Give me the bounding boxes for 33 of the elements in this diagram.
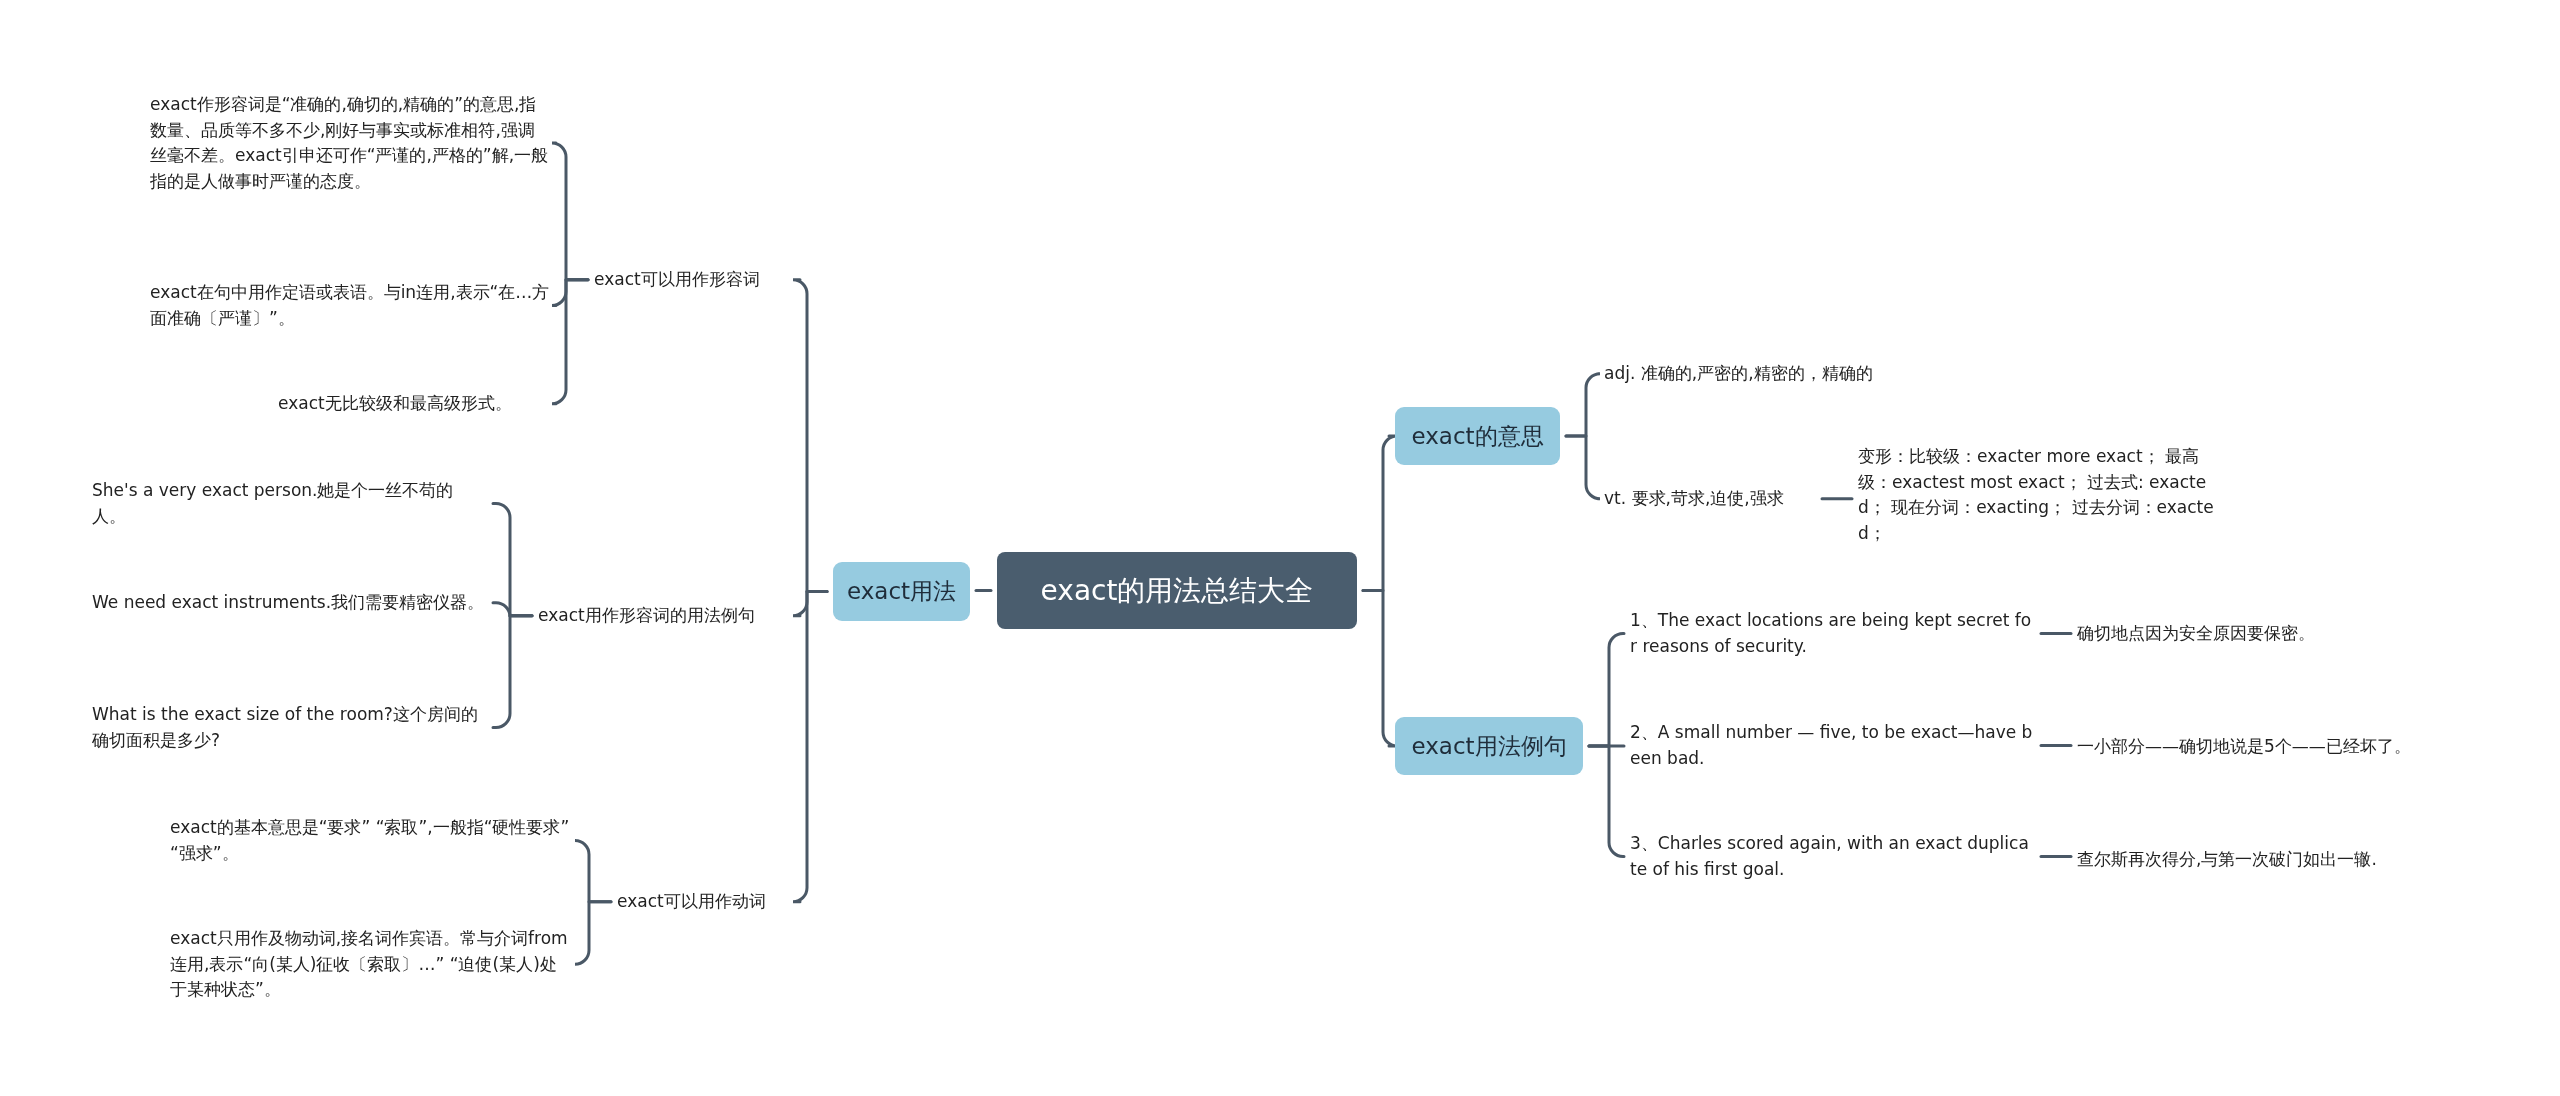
topic-text: She's a very exact person.她是个一丝不苟的人。 — [92, 478, 487, 529]
connector-line — [1820, 497, 1854, 501]
topic-text: exact的基本意思是“要求” “索取”,一般指“硬性要求” “强求”。 — [170, 815, 570, 866]
topic-text: exact可以用作动词 — [617, 889, 794, 915]
connector-line — [2039, 855, 2073, 858]
topic-text: exact作形容词是“准确的,确切的,精确的”的意思,指数量、品质等不多不少,刚好与事实或标准相符,强调丝毫不差。exact引申还可作“严谨的,严格的”解,一般指的是人做事时严谨的态度。 — [150, 92, 550, 194]
topic-text: 一小部分——确切地说是5个——已经坏了。 — [2077, 734, 2477, 760]
connector-line — [550, 278, 590, 406]
connector-line — [573, 900, 613, 966]
topic-text: We need exact instruments.我们需要精密仪器。 — [92, 590, 487, 616]
topic-text: vt. 要求,苛求,迫使,强求 — [1604, 486, 1816, 512]
topic-text: exact可以用作形容词 — [594, 267, 794, 293]
connector-line — [2039, 632, 2073, 635]
topic-text: What is the exact size of the room?这个房间的确切面积是多少? — [92, 702, 487, 753]
topic-text: exact用作形容词的用法例句 — [538, 603, 794, 629]
topic-text: 查尔斯再次得分,与第一次破门如出一辙. — [2077, 847, 2457, 873]
topic-text: 1、The exact locations are being kept secret for reasons of security. — [1630, 608, 2035, 659]
central-topic-box: exact的用法总结大全 — [997, 552, 1357, 629]
topic-text: adj. 准确的,严密的,精密的，精确的 — [1604, 361, 1934, 387]
connector-line — [1564, 434, 1602, 501]
topic-text: 3、Charles scored again, with an exact duplicate of his first goal. — [1630, 831, 2035, 882]
connector-line — [1587, 744, 1626, 858]
topic-box: exact用法 — [833, 562, 970, 621]
connector-line — [974, 589, 993, 592]
topic-box: exact用法例句 — [1395, 717, 1583, 775]
topic-text: 确切地点因为安全原因要保密。 — [2077, 621, 2377, 647]
connector-line — [2039, 744, 2073, 747]
topic-text: exact无比较级和最高级形式。 — [278, 391, 550, 417]
topic-text: exact在句中用作定语或表语。与in连用,表示“在…方面准确〔严谨〕”。 — [150, 280, 550, 331]
topic-text: 2、A small number — five, to be exact—have been bad. — [1630, 720, 2035, 771]
topic-text: 变形：比较级：exacter more exact； 最高级：exactest most exact； 过去式: exacted； 现在分词：exacting； 过去分词：exacted； — [1858, 444, 2220, 546]
topic-box: exact的意思 — [1395, 407, 1560, 465]
topic-text: exact只用作及物动词,接名词作宾语。常与介词from连用,表示“向(某人)征收〔索取〕…” “迫使(某人)处于某种状态”。 — [170, 926, 570, 1003]
